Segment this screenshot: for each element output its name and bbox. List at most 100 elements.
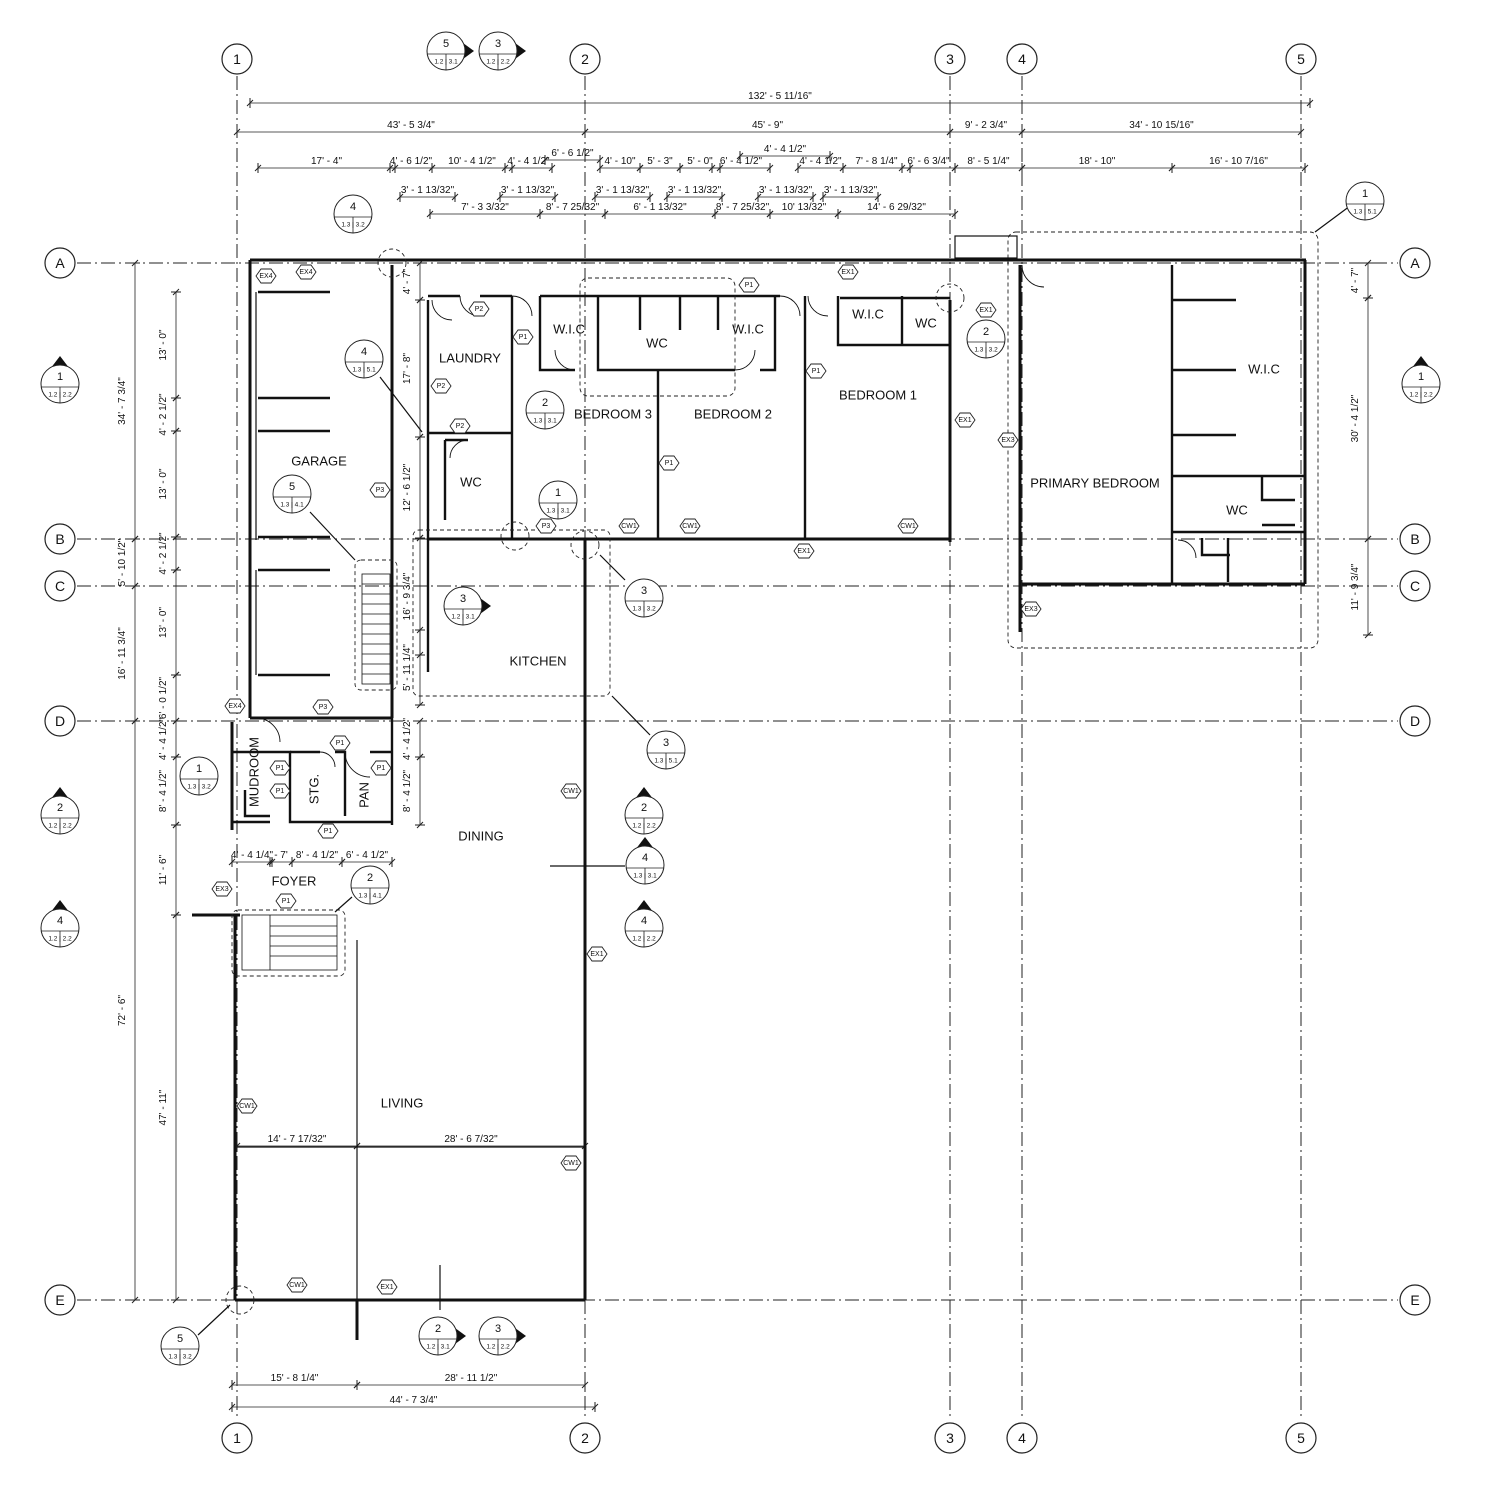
dimension-text: 4' - 2 1/2" <box>158 393 169 436</box>
dimension-text: 4' - 4 1/2" <box>507 156 550 167</box>
grid-bubble-row-D: D <box>1399 705 1431 737</box>
room-label: GARAGE <box>291 454 347 469</box>
svg-text:1.2 | 3.1: 1.2 | 3.1 <box>426 1344 450 1351</box>
svg-text:EX1: EX1 <box>958 417 971 424</box>
svg-text:CW1: CW1 <box>900 523 916 530</box>
svg-text:EX4: EX4 <box>228 703 241 710</box>
grid-bubble-row-A: A <box>44 247 76 279</box>
svg-text:EX1: EX1 <box>380 1284 393 1291</box>
svg-text:1.3 | 3.2: 1.3 | 3.2 <box>632 606 656 613</box>
svg-text:4: 4 <box>350 201 356 213</box>
grid-label: E <box>55 1292 64 1308</box>
svg-text:P2: P2 <box>456 423 465 430</box>
grid-label: 4 <box>1018 51 1026 67</box>
svg-text:1.2 | 2.2: 1.2 | 2.2 <box>48 823 72 830</box>
grid-label: C <box>1410 578 1420 594</box>
svg-text:P1: P1 <box>276 765 285 772</box>
section-marker: 3 1.2 | 2.2 <box>478 1316 526 1356</box>
wall-type-tag: P1 <box>512 329 534 345</box>
room-label: BEDROOM 3 <box>574 407 652 422</box>
svg-text:3: 3 <box>460 593 466 605</box>
grid-bubble-row-A: A <box>1399 247 1431 279</box>
room-labels: GARAGELAUNDRYW.I.CWCW.I.CW.I.CWCBEDROOM … <box>247 307 1280 1111</box>
wall-type-tag: EX1 <box>376 1279 398 1295</box>
foyer-stair <box>241 914 338 971</box>
svg-text:P3: P3 <box>542 523 551 530</box>
wall-type-tag: P1 <box>805 363 827 379</box>
dimension-text: 12' - 6 1/2" <box>402 463 413 511</box>
svg-text:4: 4 <box>57 915 63 927</box>
dimension-text: 11' - 9 3/4" <box>1350 563 1361 610</box>
svg-text:CW1: CW1 <box>289 1282 305 1289</box>
svg-text:2: 2 <box>641 802 647 814</box>
dimension-strings: 132' - 5 11/16"43' - 5 3/4"45' - 9"9' - … <box>117 91 1373 1412</box>
dimension-text: 4' - 7" <box>1350 267 1361 293</box>
grid-label: D <box>1410 713 1420 729</box>
dimension: 11' - 9 3/4" <box>1350 535 1373 639</box>
dimension: 3' - 1 13/32" <box>591 185 654 202</box>
svg-text:5: 5 <box>177 1333 183 1345</box>
wall-type-tag: EX4 <box>255 268 277 284</box>
svg-text:P1: P1 <box>665 460 674 467</box>
svg-text:CW1: CW1 <box>563 788 579 795</box>
wall-type-tag: P2 <box>430 378 452 394</box>
grid-label: 4 <box>1018 1430 1026 1446</box>
grid-bubble-col-3: 3 <box>934 43 966 75</box>
room-label: W.I.C <box>1248 362 1280 377</box>
detail-callout: 11.3 | 3.2 <box>179 756 219 796</box>
svg-text:2: 2 <box>542 397 548 409</box>
dimension: 28' - 11 1/2" <box>353 1373 589 1390</box>
dimension: 4' - 4 1/2" <box>501 156 556 173</box>
detail-callout: 21.3 | 3.2 <box>966 319 1006 359</box>
dimension-text: 34' - 7 3/4" <box>117 377 128 425</box>
wall-type-tag: P3 <box>312 699 334 715</box>
dimension-text: 45' - 9" <box>752 120 783 131</box>
room-label: LAUNDRY <box>439 351 501 366</box>
section-marker: 31.2 | 3.1 <box>443 586 491 626</box>
dimension: 3' - 1 13/32" <box>754 185 817 202</box>
dimension-text: 16' - 9 3/4" <box>402 572 413 620</box>
wall-type-tag: P2 <box>468 301 490 317</box>
room-label: PRIMARY BEDROOM <box>1030 476 1160 491</box>
svg-text:EX1: EX1 <box>841 269 854 276</box>
svg-text:3: 3 <box>641 585 647 597</box>
wall-type-tag: EX1 <box>954 412 976 428</box>
svg-text:2: 2 <box>57 802 63 814</box>
dimension: 3' - 1 13/32" <box>819 185 882 202</box>
grid-label: 2 <box>581 51 589 67</box>
section-marker: 2 1.2 | 2.2 <box>40 787 80 835</box>
svg-text:EX3: EX3 <box>1001 437 1014 444</box>
dimension-text: 6' - 6 3/4" <box>907 156 950 167</box>
dimension: 132' - 5 11/16" <box>246 91 1314 108</box>
wall-type-tag: CW1 <box>679 518 701 534</box>
detail-callout: 31.3 | 5.1 <box>646 730 686 770</box>
dimension: 3' - 1 13/32" <box>396 185 459 202</box>
dimension: 6' - 4 1/2" <box>708 156 774 173</box>
svg-text:3: 3 <box>495 1323 501 1335</box>
svg-text:1.3 | 3.1: 1.3 | 3.1 <box>533 418 557 425</box>
svg-text:P1: P1 <box>377 765 386 772</box>
svg-text:5: 5 <box>289 481 295 493</box>
detail-callout: 11.3 | 3.1 <box>538 480 578 520</box>
wall-type-tag: EX4 <box>295 264 317 280</box>
dimension-text: 3' - 1 13/32" <box>501 185 555 196</box>
svg-text:1: 1 <box>1418 371 1424 383</box>
dimension: 5' - 11 1/4" <box>402 626 425 709</box>
grid-label: 5 <box>1297 1430 1305 1446</box>
wall-type-tag: CW1 <box>618 518 640 534</box>
dimension-text: 9' - 2 3/4" <box>965 120 1008 131</box>
dimension-text: 3' - 1 13/32" <box>824 185 878 196</box>
grid-label: 1 <box>233 1430 241 1446</box>
grid-label: A <box>1410 255 1420 271</box>
svg-text:3: 3 <box>495 38 501 50</box>
dimension-text: 4' - 10" <box>604 156 635 167</box>
section-markers: 11.2 | 2.211.2 | 2.221.2 | 2.221.2 | 2.2… <box>40 31 1441 1356</box>
svg-text:P1: P1 <box>276 788 285 795</box>
grid-label: A <box>55 255 65 271</box>
svg-text:1.2 | 2.2: 1.2 | 2.2 <box>486 1344 510 1351</box>
grid-bubble-col-5: 5 <box>1285 43 1317 75</box>
wall-type-tag: EX1 <box>837 264 859 280</box>
dimension-text: 4' - 7" <box>402 268 413 294</box>
section-marker: 21.2 | 2.2 <box>624 787 664 835</box>
wall-type-tag: EX1 <box>793 543 815 559</box>
